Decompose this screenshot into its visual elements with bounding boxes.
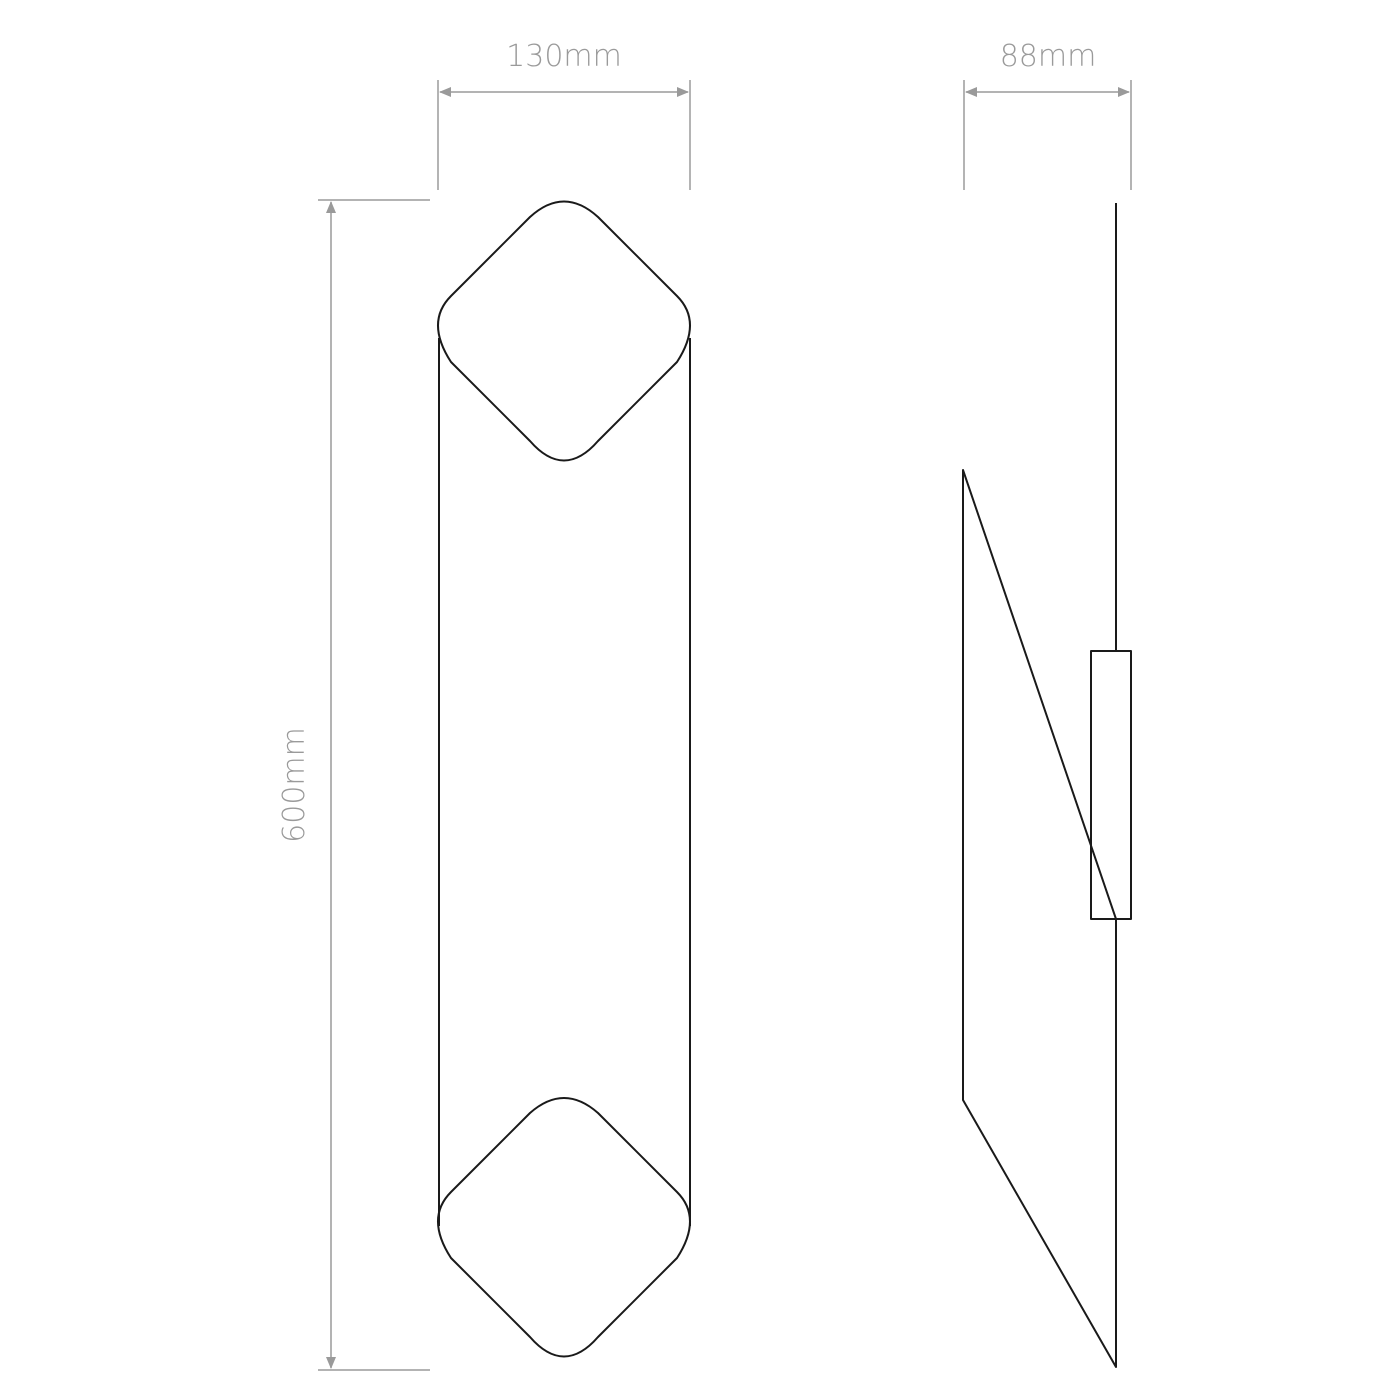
front-top-diamond	[437, 200, 691, 462]
side-profile	[962, 203, 1117, 1368]
wall-bracket	[1090, 650, 1132, 920]
side-view	[962, 203, 1132, 1368]
depth-label: 88mm	[1000, 39, 1097, 74]
height-dimension: 600mm	[277, 199, 430, 1371]
width-label: 130mm	[506, 39, 622, 74]
front-view	[437, 200, 691, 1358]
width-dimension: 130mm	[437, 39, 691, 190]
front-bottom-diamond	[437, 1097, 691, 1358]
depth-dimension: 88mm	[963, 39, 1132, 190]
height-label: 600mm	[277, 727, 312, 843]
